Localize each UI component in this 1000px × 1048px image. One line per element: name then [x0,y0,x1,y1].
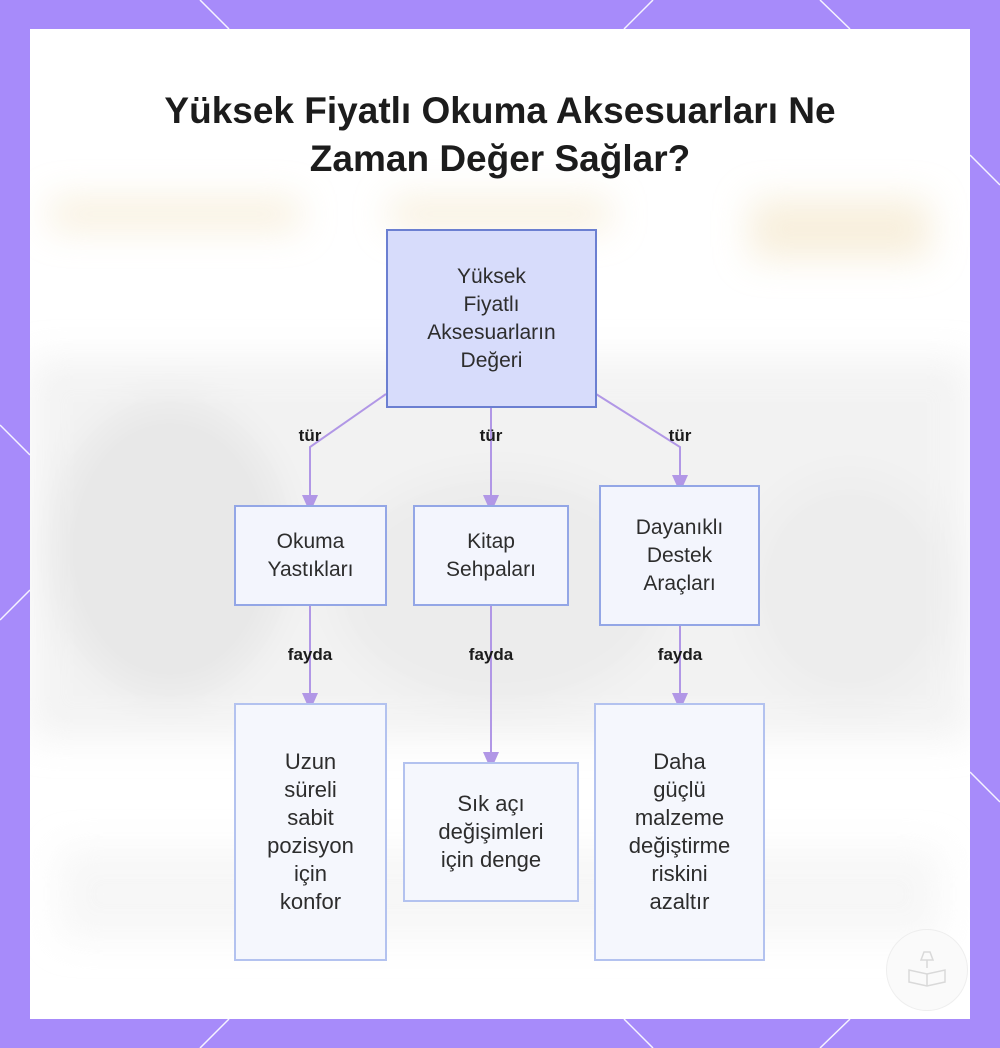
book-lamp-icon [908,951,946,987]
edge-label-type-1: tür [298,426,322,445]
category-3-line-2: Destek [646,543,713,567]
edge-root-to-supports [595,393,688,493]
category-2-line-2: Sehpaları [446,557,536,581]
benefit-2-line-3: için denge [440,847,542,872]
benefit-1-line-3: sabit [287,805,334,830]
benefit-2-line-1: Sık açı [457,791,525,816]
edge-label-benefit-1: fayda [287,645,333,664]
benefit-1-line-2: süreli [284,777,337,802]
watermark-logo [886,929,968,1011]
category-3-line-3: Araçları [643,571,716,595]
benefit-node-comfort: Uzun süreli sabit pozisyon için konfor [234,703,387,961]
root-line-2: Fiyatlı [463,292,520,316]
category-1-line-2: Yastıkları [267,557,354,581]
root-node: Yüksek Fiyatlı Aksesuarların Değeri [386,229,597,408]
category-1-line-1: Okuma [276,529,345,553]
edge-label-type-3: tür [668,426,692,445]
benefit-3-line-5: riskini [651,861,708,886]
benefit-3-line-6: azaltır [649,889,710,914]
root-line-1: Yüksek [457,264,526,288]
benefit-1-line-5: için [293,861,327,886]
background-photo [30,199,970,939]
benefit-2-line-2: değişimleri [438,819,544,844]
title-line-1: Yüksek Fiyatlı Okuma Aksesuarları Ne [164,90,836,131]
category-node-book-stands: Kitap Sehpaları [413,505,569,606]
benefit-3-line-3: malzeme [634,805,725,830]
benefit-1-line-4: pozisyon [267,833,354,858]
benefit-1-line-6: konfor [279,889,342,914]
benefit-node-balance: Sık açı değişimleri için denge [403,762,579,902]
benefit-node-durability: Daha güçlü malzeme değiştirme riskini az… [594,703,765,961]
benefit-3-line-4: değiştirme [628,833,731,858]
benefit-1-line-1: Uzun [284,749,337,774]
category-3-line-1: Dayanıklı [635,515,724,539]
root-line-3: Aksesuarların [427,320,556,344]
diagram-card: Yüksek Fiyatlı Okuma Aksesuarları Ne Zam… [30,29,970,1019]
category-2-line-1: Kitap [467,529,515,553]
title-line-2: Zaman Değer Sağlar? [309,138,691,179]
root-line-4: Değeri [460,348,523,372]
benefit-3-line-1: Daha [653,749,706,774]
category-node-reading-cushions: Okuma Yastıkları [234,505,387,606]
category-node-durable-supports: Dayanıklı Destek Araçları [599,485,760,626]
edge-root-to-cushions [302,393,387,513]
edge-label-type-2: tür [479,426,503,445]
edge-label-benefit-2: fayda [468,645,514,664]
connector-lines [302,393,688,770]
edge-label-benefit-3: fayda [657,645,703,664]
diagram-title: Yüksek Fiyatlı Okuma Aksesuarları Ne Zam… [30,87,970,183]
benefit-3-line-2: güçlü [653,777,706,802]
